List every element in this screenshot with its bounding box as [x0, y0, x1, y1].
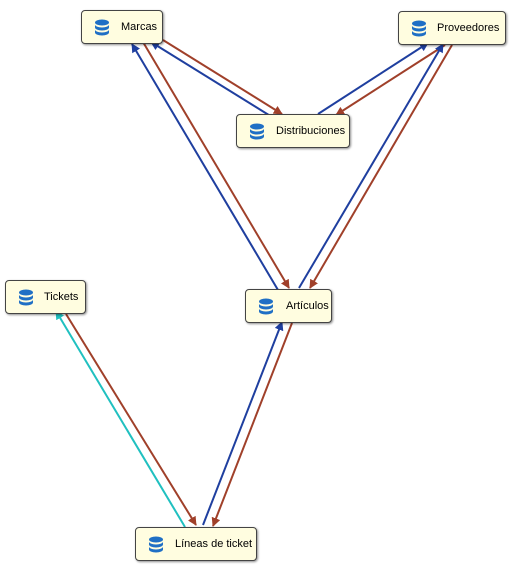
database-icon — [19, 289, 33, 306]
table-node-proveedores[interactable]: Proveedores — [398, 11, 506, 45]
database-icon — [259, 298, 273, 315]
database-icon — [149, 536, 163, 553]
table-node-label: Tickets — [44, 291, 79, 303]
edge-distribuciones-to-proveedores — [317, 42, 429, 115]
edge-marcas-to-articulos — [142, 41, 290, 289]
table-node-marcas[interactable]: Marcas — [81, 10, 163, 44]
edge-distribuciones-to-marcas — [150, 41, 273, 118]
edge-tickets-to-lineas — [65, 313, 197, 526]
table-node-label: Marcas — [121, 21, 158, 33]
database-icon — [250, 123, 264, 140]
edge-articulos-to-marcas — [131, 43, 279, 291]
database-icon — [412, 20, 426, 37]
table-node-lineas-de-ticket[interactable]: Líneas de ticket — [135, 527, 257, 561]
table-node-label: Artículos — [286, 300, 329, 312]
table-node-tickets[interactable]: Tickets — [5, 280, 86, 314]
edge-proveedores-to-articulos — [309, 44, 453, 289]
edge-marcas-to-distribuciones — [162, 39, 283, 115]
edge-lineas-to-tickets — [55, 310, 186, 528]
table-node-label: Proveedores — [437, 22, 500, 34]
database-icon — [95, 19, 109, 36]
table-node-articulos[interactable]: Artículos — [245, 289, 332, 323]
edge-proveedores-to-distribuciones — [335, 44, 446, 116]
table-node-label: Líneas de ticket — [175, 538, 253, 550]
table-node-label: Distribuciones — [276, 125, 346, 137]
edge-articulos-to-proveedores — [298, 43, 444, 289]
edge-lineas-to-articulos — [202, 321, 284, 526]
edge-articulos-to-lineas — [211, 322, 293, 527]
table-node-distribuciones[interactable]: Distribuciones — [236, 114, 350, 148]
